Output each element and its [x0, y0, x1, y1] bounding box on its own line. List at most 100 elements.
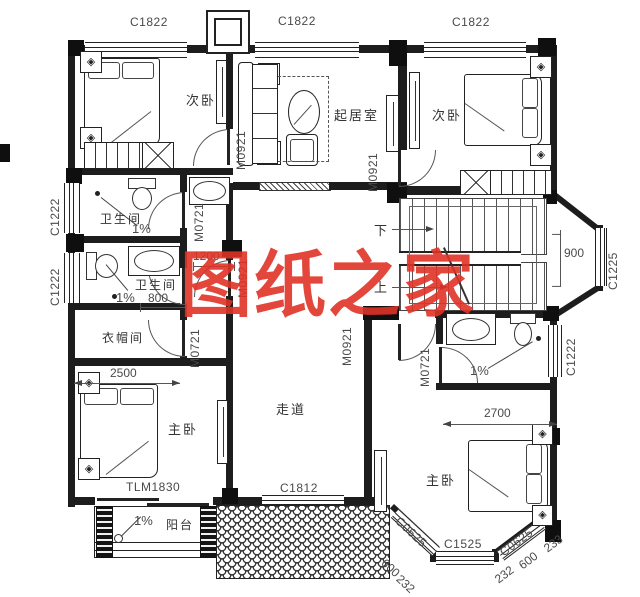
living-room-opening-hatch [259, 182, 331, 191]
dim-tick [186, 303, 188, 312]
dim-232: 232 [492, 562, 517, 587]
wall [329, 182, 407, 190]
room-label-balcony: 阳台 [166, 518, 195, 532]
window-label-c1225: C1225 [606, 252, 620, 290]
floor-drain [536, 336, 541, 341]
pillow [122, 62, 154, 79]
column [543, 306, 559, 321]
arrow-icon [172, 380, 180, 386]
balcony-column [96, 506, 113, 558]
wall [226, 53, 233, 129]
window-c1822-mid [255, 42, 359, 58]
pillow [526, 474, 542, 504]
nightstand-flower: ◈ [530, 144, 552, 166]
wall [550, 45, 557, 195]
door-leaf [398, 150, 401, 186]
wardrobe-shelf [142, 142, 174, 169]
slope-label: 1% [134, 513, 153, 528]
dim-1200: 1200 [193, 249, 220, 263]
wardrobe-hangers [84, 142, 144, 169]
room-label-corridor: 走道 [276, 402, 307, 417]
door-label-m0921: M0921 [366, 152, 380, 192]
wall [436, 383, 443, 390]
wall [75, 303, 180, 310]
dim-tick [193, 262, 195, 271]
wall [398, 53, 407, 150]
wall [233, 182, 259, 190]
window-c1822-left [85, 42, 187, 58]
dim-800: 800 [148, 291, 169, 305]
window-label-c1822: C1822 [130, 15, 168, 29]
room-label-cloakroom: 衣帽间 [102, 331, 145, 345]
stair-rail [399, 251, 521, 266]
leader-line [487, 341, 533, 370]
wall [364, 318, 372, 504]
wall [226, 296, 233, 497]
stairs-down-label: 下 [374, 223, 390, 238]
dim-line-800 [140, 307, 187, 309]
room-label-bedroom-right: 次卧 [432, 108, 463, 123]
wall [180, 175, 187, 192]
stair-treads-upper [399, 198, 547, 255]
toilet-bowl [132, 187, 152, 210]
wall [75, 168, 233, 175]
wall [180, 304, 187, 320]
dim-2500: 2500 [110, 366, 137, 380]
door-leaf [439, 347, 442, 383]
door-label-m0721: M0721 [192, 202, 206, 242]
window-c1222-left-lower [64, 253, 80, 303]
room-label-master-left: 主卧 [168, 422, 199, 437]
column [389, 40, 407, 66]
floor-drain [95, 191, 100, 196]
door-leaf [182, 268, 185, 304]
wall [226, 183, 233, 260]
door-leaf [398, 324, 401, 360]
chimney-inner [214, 18, 242, 46]
column [222, 488, 238, 504]
nightstand-flower: ◈ [532, 424, 553, 445]
dim-tick [140, 303, 142, 312]
arrow-icon [443, 421, 451, 427]
wall [68, 358, 233, 366]
dim-600: 600 [516, 548, 541, 573]
arrow-icon [549, 421, 557, 427]
window-c1822-right [424, 42, 526, 58]
door-leaf [182, 192, 185, 228]
slope-label: 1% [132, 221, 151, 236]
sofa-seats [252, 64, 278, 164]
dim-tick [552, 233, 562, 236]
edge-mark [0, 144, 10, 162]
window-label-c1525: C1525 [444, 537, 482, 551]
window-label-c1812: C1812 [280, 481, 318, 495]
sliding-door-leaf [97, 498, 159, 501]
nightstand-flower: ◈ [532, 505, 553, 526]
roof-tiles [216, 505, 390, 579]
pillow [120, 388, 154, 405]
column [66, 168, 82, 184]
window-label-c1222: C1222 [564, 338, 578, 376]
door-label-m0921: M0921 [340, 326, 354, 366]
tv-panel [409, 72, 420, 149]
nightstand-flower: ◈ [80, 51, 102, 73]
tv-panel [217, 400, 228, 464]
door-label-m0721: M0721 [188, 328, 202, 368]
stairs-up-label: 上 [374, 280, 390, 295]
pillow [522, 108, 538, 138]
window-c1225-bay [595, 228, 607, 286]
dim-900: 900 [564, 246, 585, 260]
door-arc-m0921-bedroom-left [193, 129, 230, 166]
door-label-m0921: M0921 [234, 130, 248, 170]
wall [226, 497, 262, 505]
stair-bay-wall [553, 282, 604, 319]
room-label-bath-upper: 卫生间 [100, 212, 143, 226]
stair-treads-lower [399, 262, 547, 311]
nightstand-flower: ◈ [530, 56, 552, 78]
tv-panel [216, 60, 227, 124]
dim-line-2700 [443, 424, 557, 426]
wall [436, 318, 443, 344]
door-arc-m0921-bedroom-right [399, 150, 436, 187]
door-label-tlm1830: TLM1830 [126, 480, 181, 494]
door-leaf [227, 129, 230, 165]
window-c1222-right [548, 325, 562, 377]
